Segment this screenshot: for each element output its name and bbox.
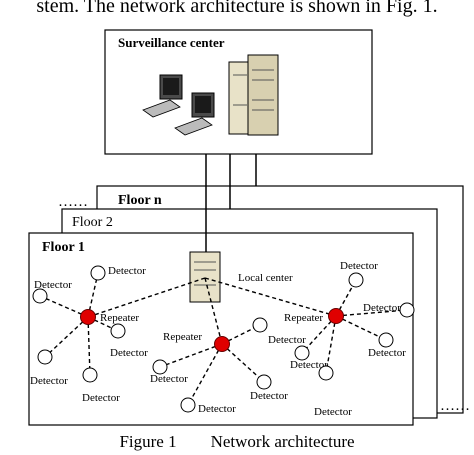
floor-1-label: Floor 1	[42, 240, 85, 255]
repeater-label: Repeater	[163, 331, 202, 343]
surveillance-center-title: Surveillance center	[118, 35, 225, 50]
detector-icon	[294, 345, 310, 361]
link-line	[204, 277, 223, 345]
local-center-server-icon	[189, 251, 221, 303]
detector-label: Detector	[250, 390, 288, 402]
workstation-icon	[142, 74, 183, 118]
detector-label: Detector	[363, 302, 401, 314]
detector-icon	[256, 374, 272, 390]
detector-label: Detector	[198, 403, 236, 415]
floor-2-label: Floor 2	[72, 215, 113, 230]
detector-icon	[378, 332, 394, 348]
local-center-label: Local center	[238, 272, 293, 284]
detector-label: Detector	[150, 373, 188, 385]
header-text: stem. The network architecture is shown …	[36, 0, 438, 17]
detector-icon	[90, 265, 106, 281]
repeater-label: Repeater	[284, 312, 323, 324]
detector-icon	[110, 323, 126, 339]
detector-label: Detector	[268, 334, 306, 346]
link-line	[335, 315, 387, 341]
link-line	[87, 316, 91, 376]
detector-label: Detector	[108, 265, 146, 277]
link-line	[204, 277, 337, 317]
repeater-label: Repeater	[100, 312, 139, 324]
repeater-node-icon	[328, 308, 344, 324]
link-line	[335, 309, 408, 317]
detector-icon	[82, 367, 98, 383]
link-line	[301, 315, 337, 354]
floor-dots-left: ……	[58, 194, 88, 210]
link-line	[187, 343, 223, 406]
link-line	[325, 315, 337, 374]
detector-label: Detector	[34, 279, 72, 291]
detector-label: Detector	[314, 406, 352, 418]
detector-icon	[252, 317, 268, 333]
figure-caption: Figure 1 Network architecture	[0, 432, 474, 452]
detector-icon	[180, 397, 196, 413]
floor-dots-right: ……	[440, 398, 470, 414]
workstation-icon	[174, 92, 215, 136]
detector-label: Detector	[82, 392, 120, 404]
floor-1-frame	[28, 232, 414, 426]
repeater-node-icon	[80, 309, 96, 325]
detector-icon	[318, 365, 334, 381]
detector-label: Detector	[290, 359, 328, 371]
figure-title: Network architecture	[210, 432, 355, 451]
link-line	[39, 295, 89, 318]
detector-icon	[152, 359, 168, 375]
floor-n-label: Floor n	[118, 193, 162, 208]
detector-icon	[32, 288, 48, 304]
detector-label: Detector	[340, 260, 378, 272]
detector-icon	[348, 272, 364, 288]
detector-icon	[399, 302, 415, 318]
detector-label: Detector	[30, 375, 68, 387]
server-icon	[228, 54, 279, 136]
link-line	[87, 316, 119, 332]
figure-number: Figure 1	[119, 432, 177, 451]
link-line	[221, 343, 265, 383]
repeater-node-icon	[214, 336, 230, 352]
detector-label: Detector	[110, 347, 148, 359]
detector-icon	[37, 349, 53, 365]
detector-label: Detector	[368, 347, 406, 359]
link-line	[44, 316, 89, 358]
